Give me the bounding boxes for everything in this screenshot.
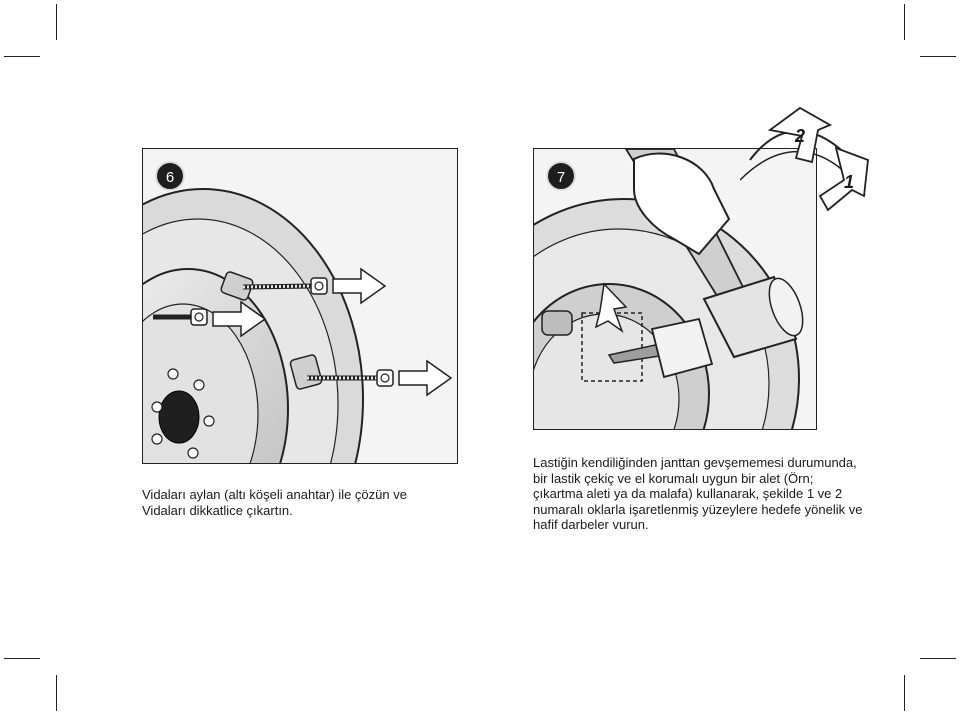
arrow-label-1: 1 [844,172,854,192]
step-number-badge: 6 [155,161,185,191]
step-6-caption: Vidaları aylan (altı köşeli anahtar) ile… [142,487,407,518]
bolt [153,300,267,338]
hand [633,152,731,256]
step-6-illustration: 6 [142,148,458,464]
step-7-caption: Lastiğin kendiliğinden janttan gevşememe… [533,455,863,532]
crop-mark [920,658,956,659]
arrow-1: 1 [818,146,869,212]
pry-tool [607,317,714,379]
step-number-badge: 7 [546,161,576,191]
crop-mark [56,675,57,711]
tire-hammer-drawing [534,149,804,429]
strike-arrow [594,282,628,334]
crop-mark [904,4,905,40]
numbered-arrows: 2 1 [740,106,869,212]
arrow-2: 2 [767,106,833,164]
wheel-bolts-drawing [143,188,453,463]
step-7-illustration: 7 [533,148,817,430]
hub-center [158,390,200,444]
crop-mark [4,658,40,659]
crop-mark [56,4,57,40]
crop-mark [4,56,40,57]
crop-mark [904,675,905,711]
crop-mark [920,56,956,57]
arrow-label-2: 2 [794,126,805,146]
valve [541,310,573,336]
bolt [289,354,453,397]
wheel-studs [151,368,215,459]
bolt [220,267,387,305]
